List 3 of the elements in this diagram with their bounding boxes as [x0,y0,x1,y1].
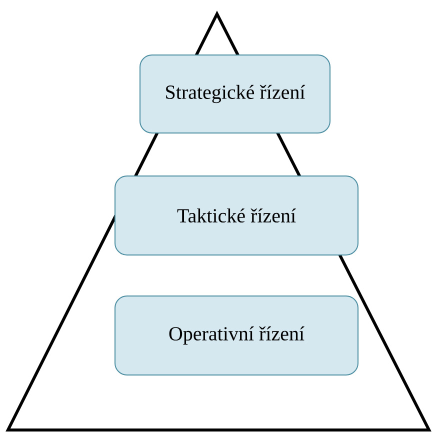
level-box: Strategické řízení [140,54,330,134]
level-box: Operativní řízení [114,296,358,376]
level-box: Taktické řízení [114,176,358,256]
